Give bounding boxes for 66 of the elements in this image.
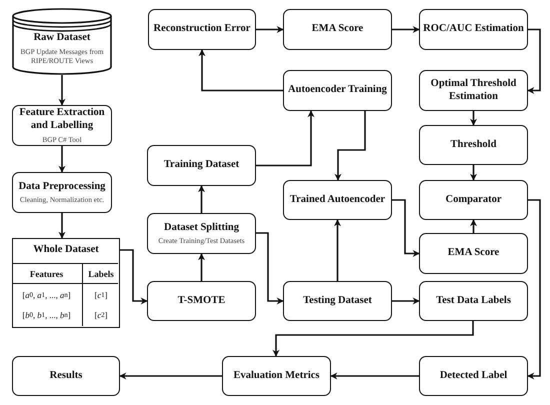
process-box — [419, 180, 528, 220]
process-box — [147, 213, 256, 254]
arrow — [198, 49, 283, 92]
box-title: Test Data Labels — [436, 294, 511, 308]
box-title: Raw Dataset — [34, 32, 90, 45]
arrow — [120, 249, 148, 304]
box-title: Training Dataset — [164, 159, 240, 172]
process-box — [147, 145, 256, 186]
box-title: Whole Dataset — [33, 243, 99, 258]
process-box — [419, 125, 528, 165]
arrow — [470, 111, 477, 126]
process-box — [419, 281, 528, 321]
arrow — [470, 165, 477, 181]
box-title: EMA Score — [448, 247, 500, 260]
box-title: Autoencoder Training — [288, 84, 387, 97]
arrow — [392, 26, 420, 33]
arrow — [470, 219, 477, 233]
arrow — [198, 185, 205, 213]
box-title: Data Preprocessing — [18, 180, 106, 194]
process-box — [148, 9, 256, 50]
arrow — [392, 298, 420, 304]
process-box — [283, 281, 392, 321]
arrow — [527, 28, 541, 94]
box-title: Dataset Splitting — [164, 222, 239, 234]
box-title: T-SMOTE — [178, 294, 226, 308]
arrow — [58, 146, 66, 173]
process-box — [12, 172, 112, 213]
process-box — [12, 356, 120, 396]
arrow — [334, 111, 366, 181]
column-header: Features — [28, 268, 64, 281]
box-title: Comparator — [446, 194, 502, 206]
arrow — [272, 321, 474, 357]
arrow — [527, 199, 541, 380]
process-box — [283, 180, 392, 220]
process-box — [147, 281, 256, 321]
box-title: Threshold — [450, 138, 496, 152]
box-title: Reconstruction Error — [154, 23, 250, 36]
arrow — [119, 372, 222, 380]
arrow — [58, 213, 66, 239]
arrow — [392, 199, 420, 257]
arrow — [330, 372, 419, 380]
process-box — [419, 356, 528, 396]
arrow — [198, 253, 205, 281]
box-title: Evaluation Metrics — [233, 370, 320, 382]
arrow — [58, 75, 66, 106]
arrow — [334, 219, 341, 281]
box-title: EMA Score — [312, 23, 364, 36]
process-box — [419, 70, 528, 111]
box-title: Feature Extraction and Labelling — [18, 107, 106, 133]
process-box — [283, 70, 392, 111]
box-title: Testing Dataset — [303, 294, 372, 308]
box-title: Optimal Threshold Estimation — [430, 78, 518, 104]
box-title: ROC/AUC Estimation — [423, 23, 524, 36]
process-box — [222, 356, 331, 396]
box-title: Trained Autoencoder — [290, 194, 386, 206]
column-header: Labels — [87, 268, 115, 281]
arrow — [256, 26, 284, 33]
process-box — [419, 9, 528, 50]
process-box — [419, 233, 528, 274]
data-table — [12, 238, 120, 328]
arrow — [256, 110, 314, 166]
box-title: Results — [50, 370, 82, 382]
box-title: Detected Label — [440, 370, 508, 382]
arrow — [256, 232, 284, 304]
process-box — [283, 9, 392, 50]
process-box — [12, 105, 112, 146]
